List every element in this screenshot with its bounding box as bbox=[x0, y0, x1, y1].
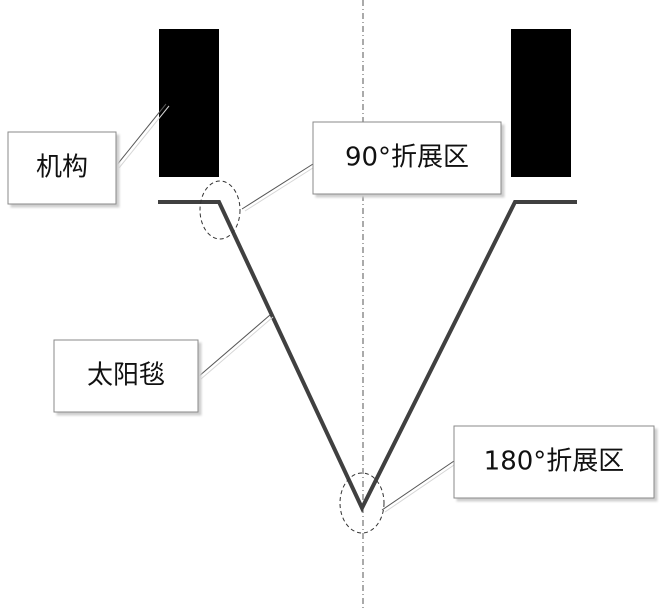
leader-fold-90 bbox=[241, 163, 317, 212]
fold-180-zone-ellipse bbox=[339, 472, 385, 534]
label-fold-90: 90°折展区 bbox=[345, 143, 469, 173]
leader-fold-180 bbox=[381, 460, 458, 513]
label-solar-blanket: 太阳毯 bbox=[87, 361, 165, 391]
fold-90-zone-ellipse bbox=[199, 180, 241, 240]
callout-mechanism: 机构 bbox=[7, 131, 117, 205]
leader-solar-blanket bbox=[197, 314, 274, 380]
mechanism-block-left bbox=[159, 29, 219, 177]
mechanism-block-right bbox=[511, 29, 571, 177]
callout-solar-blanket: 太阳毯 bbox=[53, 339, 199, 413]
leader-mechanism bbox=[115, 103, 170, 169]
label-fold-180: 180°折展区 bbox=[484, 447, 625, 477]
label-mechanism: 机构 bbox=[36, 153, 88, 183]
callout-fold-180: 180°折展区 bbox=[453, 425, 655, 499]
callout-fold-90: 90°折展区 bbox=[312, 121, 502, 195]
solar-blanket-line bbox=[158, 200, 577, 513]
